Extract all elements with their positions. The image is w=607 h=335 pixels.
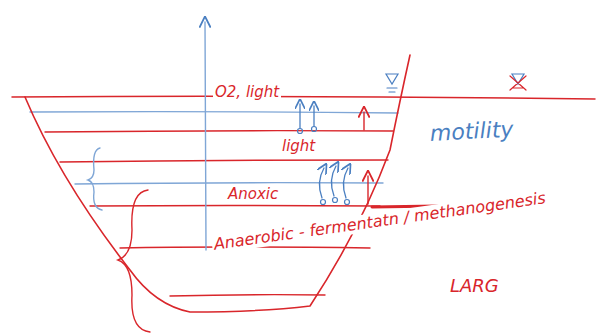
layer-label: Anoxic <box>226 186 280 203</box>
note-label: motility <box>427 117 516 146</box>
layer-label: O2, light <box>213 84 281 101</box>
layer-label: light <box>280 138 317 155</box>
note-label: LARG <box>448 276 501 296</box>
